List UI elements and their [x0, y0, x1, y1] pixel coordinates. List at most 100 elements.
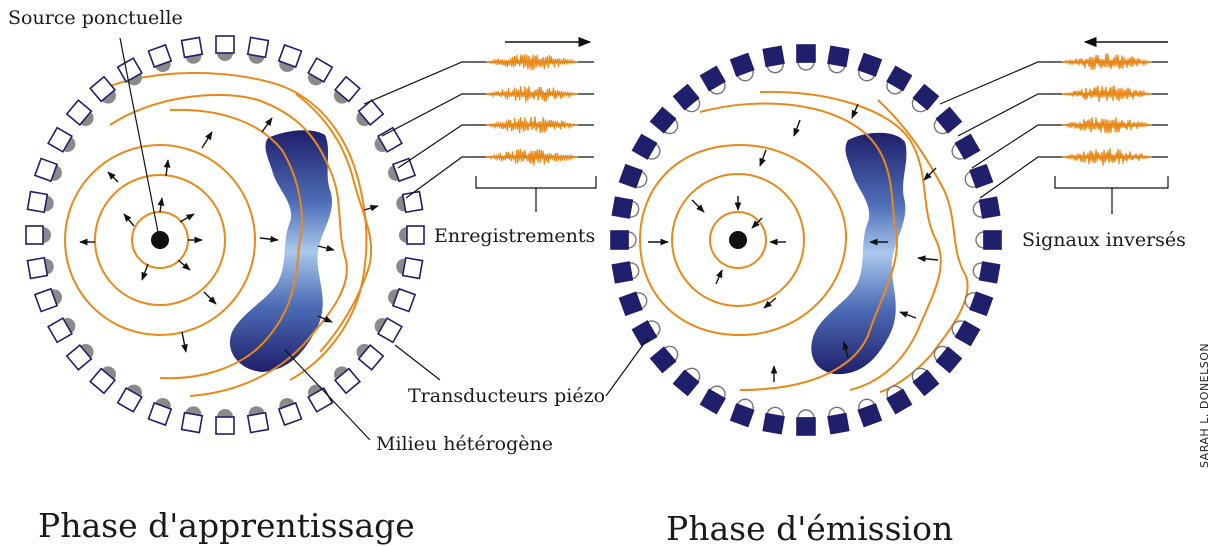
transducer: [356, 343, 385, 371]
transducer: [246, 36, 270, 64]
transducer: [886, 65, 913, 95]
transducer: [911, 83, 940, 113]
transducer: [631, 320, 661, 347]
signal-waveform: [485, 148, 579, 166]
transducer: [215, 409, 235, 435]
transducer: [180, 406, 204, 434]
transducer: [47, 126, 76, 153]
transducers-label: Transducteurs piézo: [408, 385, 605, 407]
signal-waveform: [485, 54, 579, 71]
transducer: [618, 163, 648, 189]
transducer: [762, 406, 785, 435]
transducer: [26, 256, 54, 280]
transducer: [33, 157, 62, 183]
transducer: [333, 75, 361, 104]
source-leader-line: [119, 37, 159, 233]
transducer: [25, 225, 51, 245]
recordings-group: [363, 36, 597, 212]
transducer: [951, 320, 981, 347]
signal-waveform: [1061, 148, 1153, 166]
recordings-bracket: [475, 176, 597, 189]
heterogeneous-medium-right: [811, 132, 907, 375]
signal-waveform: [485, 86, 579, 103]
transducer: [116, 57, 143, 86]
transducer: [388, 287, 417, 313]
phase-emission-title: Phase d'émission: [666, 509, 953, 546]
transducer: [964, 291, 994, 317]
transducer: [388, 157, 417, 183]
transducer: [374, 317, 403, 344]
radial-arrows-left: [79, 117, 379, 353]
signal-waveform: [485, 116, 579, 134]
transducers-leader-line: [394, 344, 441, 381]
recordings-label: Enregistrements: [434, 225, 595, 247]
transducer: [396, 256, 424, 280]
transducer: [975, 230, 1002, 250]
transducer: [827, 45, 850, 74]
transducer: [933, 345, 963, 374]
transducer: [89, 75, 117, 104]
transducer: [699, 65, 726, 95]
transducer: [672, 83, 701, 113]
wavefronts-left: [64, 72, 373, 397]
focus-point-dot: [729, 231, 747, 249]
transducer: [796, 44, 816, 71]
transducer: [951, 133, 981, 160]
transducer: [215, 35, 235, 61]
transducer: [47, 317, 76, 344]
transducer: [972, 196, 1001, 219]
transducer-ring-right: [610, 44, 1002, 436]
transducer: [827, 406, 850, 435]
transducer: [610, 230, 637, 250]
transducer: [796, 409, 816, 436]
signal-waveform: [1061, 85, 1153, 103]
transducer: [89, 366, 117, 395]
transducer-pointer-line: [605, 337, 649, 397]
transducer: [180, 36, 204, 64]
transducer: [649, 106, 679, 135]
transducer: [911, 367, 940, 397]
transducer: [611, 261, 640, 284]
transducer: [65, 99, 94, 127]
wavefronts-right: [638, 90, 969, 393]
source-label: Source ponctuelle: [8, 7, 183, 29]
point-source-dot: [151, 231, 169, 249]
transducer: [396, 190, 424, 214]
transducer: [649, 345, 679, 374]
transducer: [729, 398, 755, 428]
converging-arrows-right: [648, 103, 939, 382]
transducer: [26, 190, 54, 214]
transducer: [399, 225, 425, 245]
transducer-ring-left: [25, 35, 425, 435]
transducer: [729, 52, 755, 82]
transducer: [333, 366, 361, 395]
transducer: [972, 261, 1001, 284]
transducer: [699, 385, 726, 415]
credit-text: SARAH L. DONELSON: [1198, 343, 1211, 468]
signal-waveform: [1061, 53, 1153, 70]
transducer: [147, 43, 173, 72]
transducer: [618, 291, 648, 317]
transducer: [65, 343, 94, 371]
transducer: [672, 367, 701, 397]
transducer: [246, 406, 270, 434]
transducer: [611, 196, 640, 219]
transducer: [374, 126, 403, 153]
transducer: [857, 52, 883, 82]
learning-phase-panel: Source ponctuelle Enregistrements Transd…: [8, 7, 605, 545]
transducer: [886, 385, 913, 415]
inverted-signals-group: [939, 36, 1169, 214]
transducer: [762, 45, 785, 74]
medium-leader-line: [284, 349, 371, 441]
transducer: [116, 384, 143, 413]
transducer: [857, 398, 883, 428]
transducer: [964, 163, 994, 189]
transducer: [933, 106, 963, 135]
transducer: [277, 398, 303, 427]
signal-waveform: [1061, 117, 1153, 134]
transducer: [147, 398, 173, 427]
transducer: [307, 57, 334, 86]
medium-label: Milieu hétérogène: [376, 433, 553, 455]
inverted-signals-bracket: [1054, 176, 1169, 189]
